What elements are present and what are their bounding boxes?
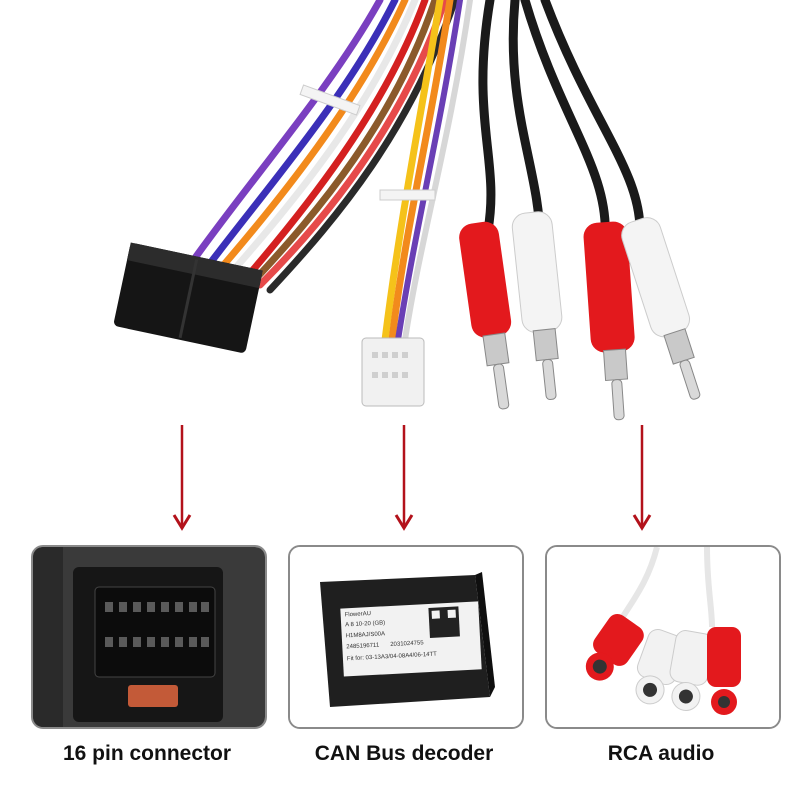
decoder-brand: FlowerAU: [345, 611, 372, 618]
arrow-down-icon: [394, 425, 414, 531]
rca-panel: [545, 545, 781, 729]
decoder-plug: [361, 337, 425, 407]
decoder-label-line: Fit for: 03-13A3/04-08A4/06-14TT: [347, 652, 438, 663]
16-pin-plug: [114, 242, 263, 353]
decoder-caption: CAN Bus decoder: [314, 742, 494, 765]
decoder-label-line: A 8 10-20 (GB): [345, 620, 385, 628]
arrow-down-icon: [632, 425, 652, 531]
arrow-down-icon: [172, 425, 192, 531]
rca-plugs: [459, 211, 701, 421]
rca-sockets-image: [547, 547, 779, 727]
decoder-label-line: H1M8AJ/S00A: [346, 631, 386, 639]
decoder-panel: FlowerAU A 8 10-20 (GB) H1M8AJ/S00A 2485…: [288, 545, 524, 729]
connector-panel: [31, 545, 267, 729]
decoder-box-image: FlowerAU A 8 10-20 (GB) H1M8AJ/S00A 2485…: [290, 547, 522, 727]
rca-caption: RCA audio: [607, 742, 715, 765]
connector-caption: 16 pin connector: [62, 742, 232, 765]
decoder-label-line: 2485196711: [346, 643, 380, 651]
decoder-label-line: 2031024755: [390, 640, 424, 648]
16-pin-socket-image: [33, 547, 265, 727]
wiring-harness-image: [114, 0, 701, 421]
